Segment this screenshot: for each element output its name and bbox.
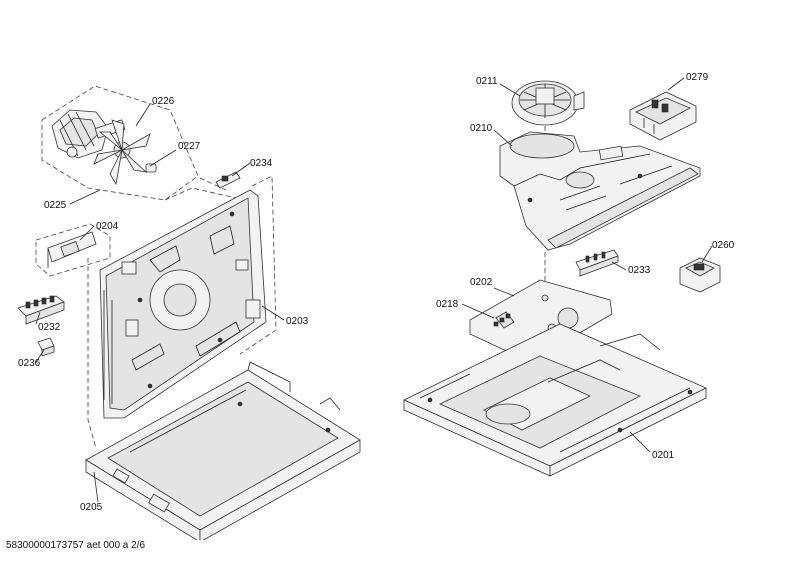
bracket-outline (35, 223, 111, 277)
label-0260: 0260 (712, 240, 735, 251)
label-0210: 0210 (470, 123, 493, 134)
back-panel-part (99, 189, 267, 419)
leader-lines (35, 77, 713, 503)
label-0211: 0211 (476, 76, 498, 87)
label-0233: 0233 (628, 265, 651, 276)
blower-fan-part (511, 80, 585, 126)
motor-group-outline (41, 85, 199, 201)
fan-wheel-part (93, 119, 157, 186)
terminal-strip-part-0233 (575, 249, 619, 277)
bottom-tray-part (85, 361, 361, 543)
label-0226: 0226 (152, 96, 175, 107)
terminal-block-part-0232 (17, 295, 65, 325)
label-0203: 0203 (286, 316, 309, 327)
diagram-canvas: 0226 0227 0225 0234 0204 0232 0236 0203 … (17, 72, 735, 543)
clip-part-0234 (215, 171, 241, 189)
label-0227: 0227 (178, 141, 201, 152)
fan-housing-part (499, 131, 701, 251)
cover-plate-part-0202 (469, 279, 613, 363)
control-module-part-0279 (629, 91, 697, 141)
label-0279: 0279 (686, 72, 709, 83)
convection-fan-motor-part (51, 109, 126, 159)
oven-top-base-part (403, 323, 707, 477)
label-0204: 0204 (96, 221, 119, 232)
label-0202: 0202 (470, 277, 493, 288)
label-0225: 0225 (44, 200, 67, 211)
label-0201: 0201 (652, 450, 675, 461)
label-0234: 0234 (250, 158, 273, 169)
small-part-0236 (37, 337, 55, 357)
label-0232: 0232 (38, 322, 61, 333)
transformer-part-0260 (679, 257, 721, 293)
document-reference: 58300000173757 aet 000 a 2/6 (6, 540, 146, 551)
label-0218: 0218 (436, 299, 459, 310)
motor-guide-line (164, 187, 246, 201)
label-0205: 0205 (80, 502, 103, 513)
label-0236: 0236 (18, 358, 41, 369)
bracket-part-0204 (47, 231, 97, 268)
back-panel-outline (239, 175, 277, 355)
